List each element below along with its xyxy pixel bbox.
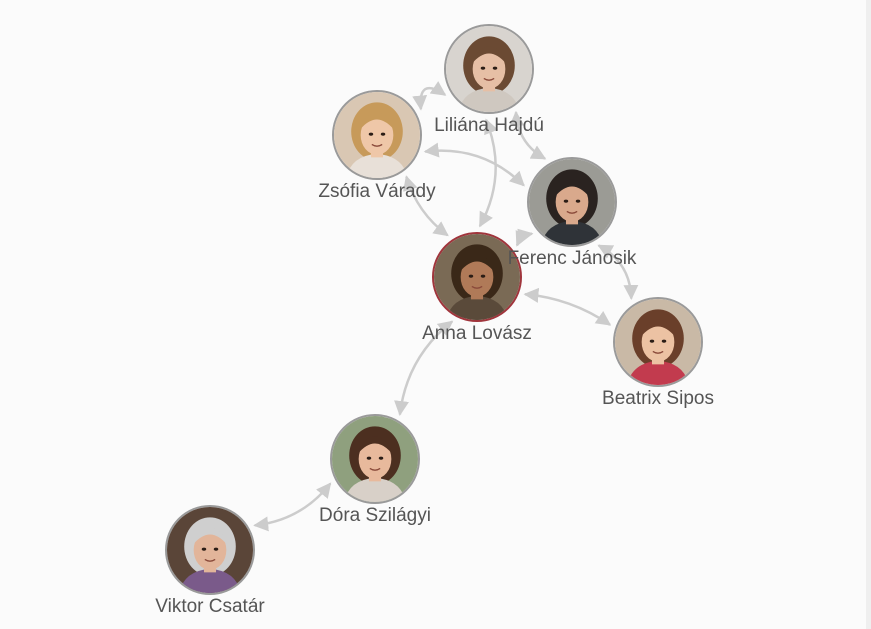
person-node-dora[interactable] (330, 414, 420, 504)
edge-zsofia-ferenc (423, 142, 525, 187)
edge-zsofia-liliana (412, 81, 447, 111)
edge-anna-beatrix (523, 287, 612, 326)
person-name-viktor[interactable]: Viktor Csatár (155, 596, 265, 617)
person-node-anna[interactable] (432, 232, 522, 322)
person-node-liliana[interactable] (444, 24, 534, 114)
person-name-anna[interactable]: Anna Lovász (422, 323, 532, 344)
person-node-zsofia[interactable] (332, 90, 422, 180)
avatar (334, 92, 420, 178)
panel-edge (866, 0, 871, 629)
edge-zsofia-anna (403, 175, 449, 237)
avatar (332, 416, 418, 502)
person-node-viktor[interactable] (165, 505, 255, 595)
person-node-ferenc[interactable] (527, 157, 617, 247)
edge-ferenc-beatrix (597, 244, 639, 300)
edge-dora-viktor (253, 482, 332, 532)
person-name-ferenc[interactable]: Ferenc Jánosik (507, 248, 637, 269)
edge-anna-dora (394, 320, 454, 416)
edge-liliana-ferenc (509, 110, 547, 160)
edge-liliana-anna (478, 118, 499, 228)
avatar (529, 159, 615, 245)
avatar (434, 234, 520, 320)
avatar (615, 299, 701, 385)
person-name-beatrix[interactable]: Beatrix Sipos (602, 388, 714, 409)
avatar (167, 507, 253, 593)
person-name-dora[interactable]: Dóra Szilágyi (319, 505, 431, 526)
edge-ferenc-anna (515, 228, 534, 247)
person-node-beatrix[interactable] (613, 297, 703, 387)
person-name-zsofia[interactable]: Zsófia Várady (318, 181, 436, 202)
person-name-liliana[interactable]: Liliána Hajdú (434, 115, 544, 136)
avatar (446, 26, 532, 112)
